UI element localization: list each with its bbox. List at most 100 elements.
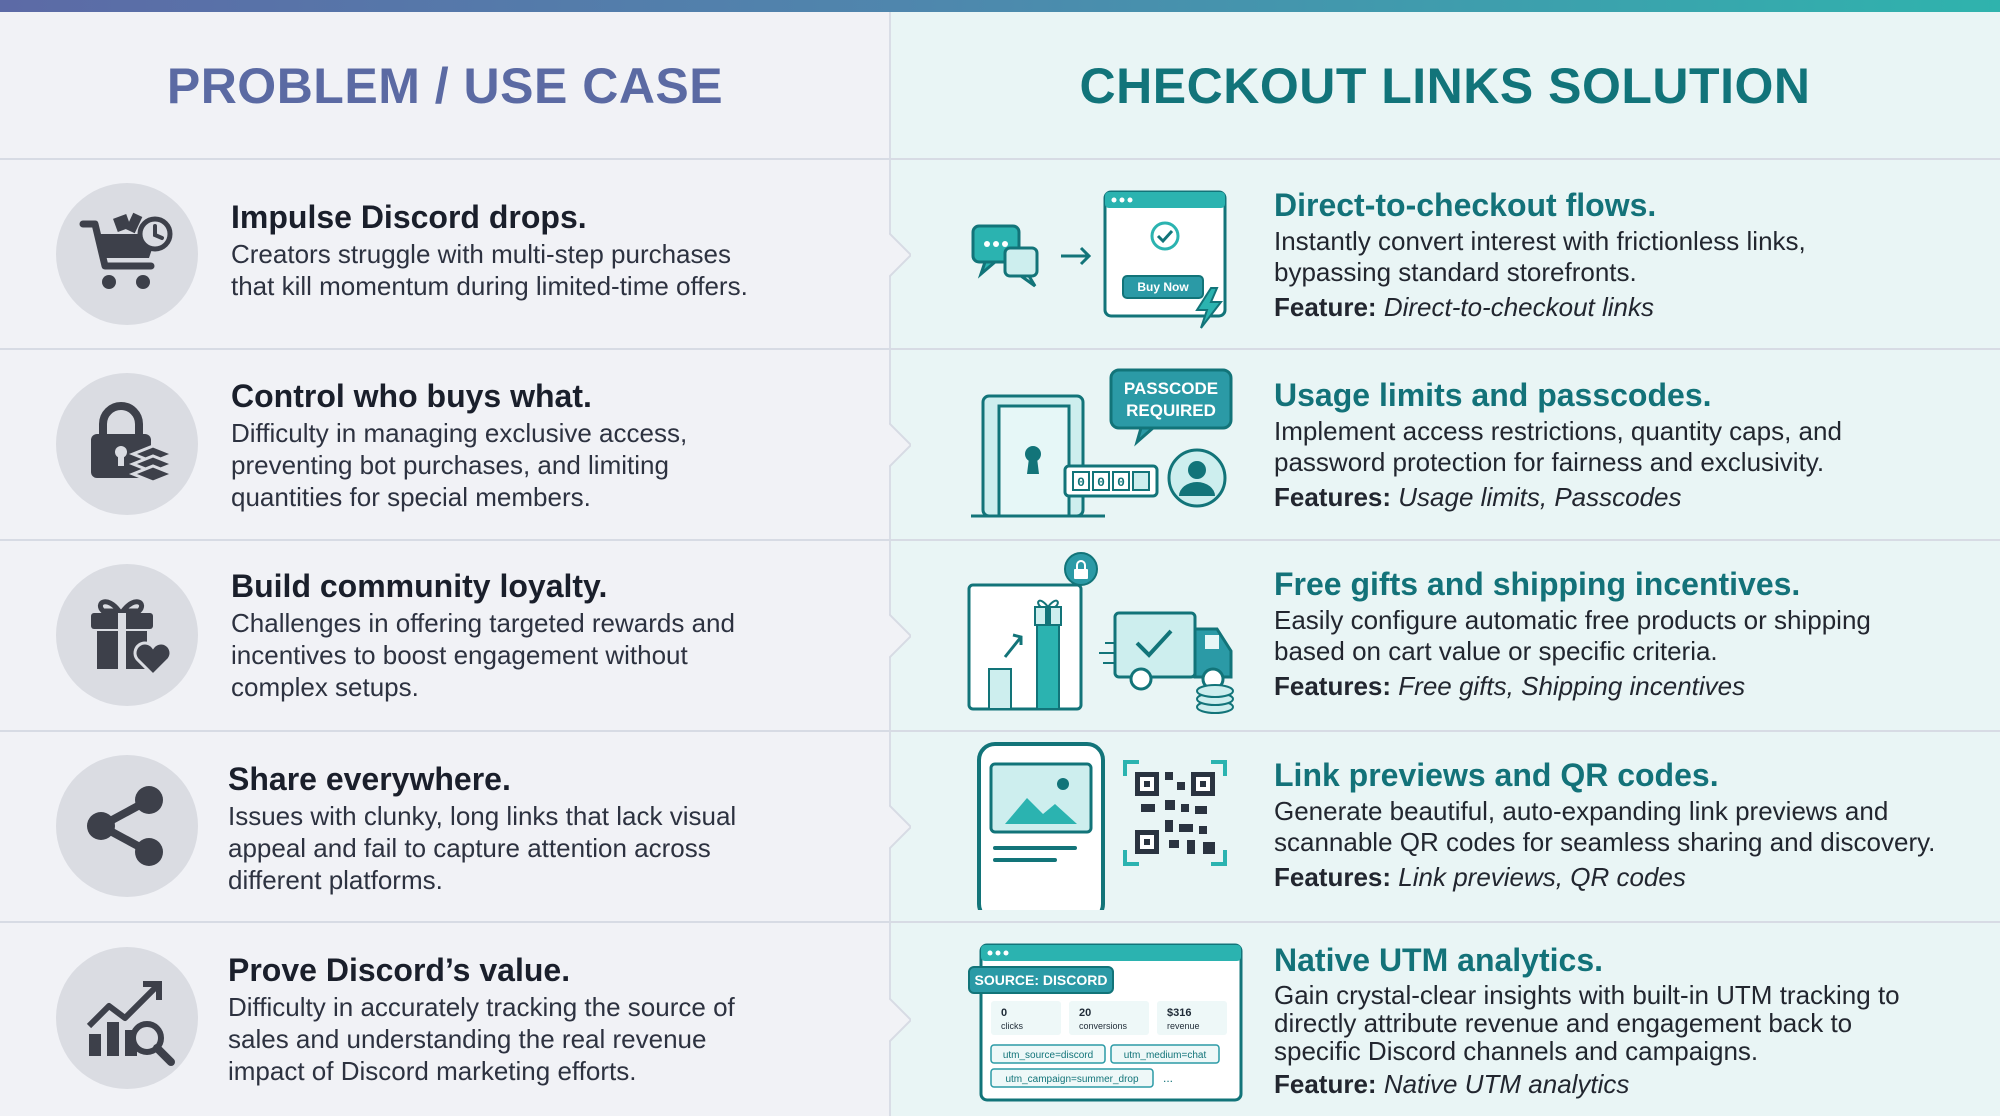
problem-text: Control who buys what. Difficulty in man… (231, 377, 871, 513)
problem-title: Share everywhere. (228, 761, 511, 797)
solution-header: CHECKOUT LINKS SOLUTION (1079, 57, 1811, 114)
share-icon (56, 755, 198, 897)
problem-title: Build community loyalty. (231, 568, 608, 604)
feature-label: Features: (1274, 671, 1392, 701)
solution-description: Instantly convert interest with friction… (1274, 226, 1984, 288)
row-divider (0, 158, 2000, 160)
feature-value: Direct-to-checkout links (1383, 292, 1655, 322)
solution-desc-line: based on cart value or specific criteria… (1274, 636, 1718, 666)
source-badge: SOURCE: DISCORD (974, 972, 1107, 988)
row-control-access: Control who buys what. Difficulty in man… (0, 350, 2000, 539)
feature-value: Usage limits, Passcodes (1398, 482, 1682, 512)
solution-desc-line: Instantly convert interest with friction… (1274, 226, 1806, 256)
more-tags-ellipsis: ... (1163, 1071, 1173, 1085)
problem-desc-line: Challenges in offering targeted rewards … (231, 608, 735, 638)
problem-title: Prove Discord’s value. (228, 952, 571, 988)
feature-label: Features: (1274, 482, 1392, 512)
solution-text: Link previews and QR codes. Generate bea… (1274, 756, 1984, 894)
stat-value: 20 (1079, 1007, 1091, 1019)
problem-desc-line: different platforms. (228, 865, 443, 895)
passcode-digit: 0 (1097, 475, 1105, 490)
problem-text: Build community loyalty. Challenges in o… (231, 567, 871, 703)
chart-magnifier-icon (56, 947, 198, 1089)
chevron-right-icon (889, 233, 911, 277)
direct-checkout-illustration: Buy Now (971, 190, 1227, 329)
solution-desc-line: Easily configure automatic free products… (1274, 605, 1871, 635)
feature-line: Feature: Native UTM analytics (1274, 1067, 1984, 1101)
feature-line: Features: Free gifts, Shipping incentive… (1274, 669, 1984, 703)
chevron-right-icon (889, 805, 911, 849)
feature-value: Link previews, QR codes (1398, 862, 1686, 892)
feature-line: Features: Link previews, QR codes (1274, 860, 1984, 894)
problem-desc-line: sales and understanding the real revenue (228, 1024, 707, 1054)
problem-header: PROBLEM / USE CASE (166, 57, 724, 114)
passcode-label: REQUIRED (1126, 401, 1216, 420)
problem-desc-line: complex setups. (231, 672, 419, 702)
problem-text: Share everywhere. Issues with clunky, lo… (228, 760, 868, 896)
row-divider (0, 730, 2000, 732)
row-divider (0, 921, 2000, 923)
chevron-right-icon (889, 423, 911, 467)
passcode-illustration: 0 0 0 PASSCODE REQUIRED (971, 368, 1233, 518)
solution-desc-line: Generate beautiful, auto-expanding link … (1274, 796, 1889, 826)
solution-text: Direct-to-checkout flows. Instantly conv… (1274, 186, 1984, 324)
solution-desc-line: directly attribute revenue and engagemen… (1274, 1008, 1853, 1038)
problem-desc-line: incentives to boost engagement without (231, 640, 688, 670)
utm-tag: utm_campaign=summer_drop (1005, 1074, 1139, 1085)
lock-stack-icon (56, 373, 198, 515)
solution-text: Native UTM analytics. Gain crystal-clear… (1274, 941, 1984, 1101)
problem-title: Control who buys what. (231, 378, 592, 414)
gifts-shipping-illustration (967, 552, 1234, 714)
problem-desc-line: appeal and fail to capture attention acr… (228, 833, 711, 863)
gift-heart-icon (56, 564, 198, 706)
passcode-digit: 0 (1077, 475, 1085, 490)
row-impulse-drops: Impulse Discord drops. Creators struggle… (0, 160, 2000, 348)
top-accent-bar (0, 0, 2000, 12)
stat-value: $316 (1167, 1007, 1191, 1019)
feature-value: Native UTM analytics (1383, 1069, 1630, 1099)
row-divider (0, 348, 2000, 350)
solution-title: Free gifts and shipping incentives. (1274, 566, 1801, 602)
utm-analytics-illustration: SOURCE: DISCORD 0 clicks 20 conversions … (968, 943, 1243, 1102)
problem-desc-line: Difficulty in managing exclusive access, (231, 418, 688, 448)
solution-desc-line: Gain crystal-clear insights with built-i… (1274, 980, 1900, 1010)
problem-title: Impulse Discord drops. (231, 199, 587, 235)
problem-description: Creators struggle with multi-step purcha… (231, 238, 871, 302)
solution-desc-line: Implement access restrictions, quantity … (1274, 416, 1842, 446)
problem-text: Impulse Discord drops. Creators struggle… (231, 198, 871, 302)
problem-description: Difficulty in managing exclusive access,… (231, 417, 871, 513)
feature-line: Feature: Direct-to-checkout links (1274, 290, 1984, 324)
solution-description: Implement access restrictions, quantity … (1274, 416, 1984, 478)
solution-title: Link previews and QR codes. (1274, 757, 1719, 793)
feature-label: Feature: (1274, 1069, 1377, 1099)
problem-desc-line: that kill momentum during limited-time o… (231, 271, 748, 301)
passcode-digit: 0 (1117, 475, 1125, 490)
problem-desc-line: Difficulty in accurately tracking the so… (228, 992, 735, 1022)
solution-text: Usage limits and passcodes. Implement ac… (1274, 376, 1984, 514)
utm-tag: utm_source=discord (1003, 1050, 1093, 1061)
feature-label: Features: (1274, 862, 1392, 892)
solution-title: Usage limits and passcodes. (1274, 377, 1712, 413)
solution-desc-line: scannable QR codes for seamless sharing … (1274, 827, 1936, 857)
problem-description: Challenges in offering targeted rewards … (231, 607, 871, 703)
solution-text: Free gifts and shipping incentives. Easi… (1274, 565, 1984, 703)
problem-text: Prove Discord’s value. Difficulty in acc… (228, 951, 868, 1087)
solution-description: Easily configure automatic free products… (1274, 605, 1984, 667)
utm-tag: utm_medium=chat (1124, 1050, 1207, 1061)
solution-desc-line: specific Discord channels and campaigns. (1274, 1036, 1759, 1066)
column-divider (889, 12, 891, 1116)
problem-desc-line: Issues with clunky, long links that lack… (228, 801, 737, 831)
passcode-label: PASSCODE (1124, 379, 1218, 398)
solution-description: Generate beautiful, auto-expanding link … (1274, 796, 1984, 858)
feature-line: Features: Usage limits, Passcodes (1274, 480, 1984, 514)
stat-label: revenue (1167, 1021, 1200, 1031)
solution-title: Native UTM analytics. (1274, 942, 1603, 978)
solution-desc-line: bypassing standard storefronts. (1274, 257, 1637, 287)
stat-label: clicks (1001, 1021, 1023, 1031)
buy-now-label: Buy Now (1137, 280, 1189, 294)
row-divider (0, 539, 2000, 541)
problem-desc-line: Creators struggle with multi-step purcha… (231, 239, 731, 269)
feature-value: Free gifts, Shipping incentives (1398, 671, 1746, 701)
solution-description: Gain crystal-clear insights with built-i… (1274, 981, 1984, 1065)
shopping-cart-clock-icon (56, 183, 198, 325)
